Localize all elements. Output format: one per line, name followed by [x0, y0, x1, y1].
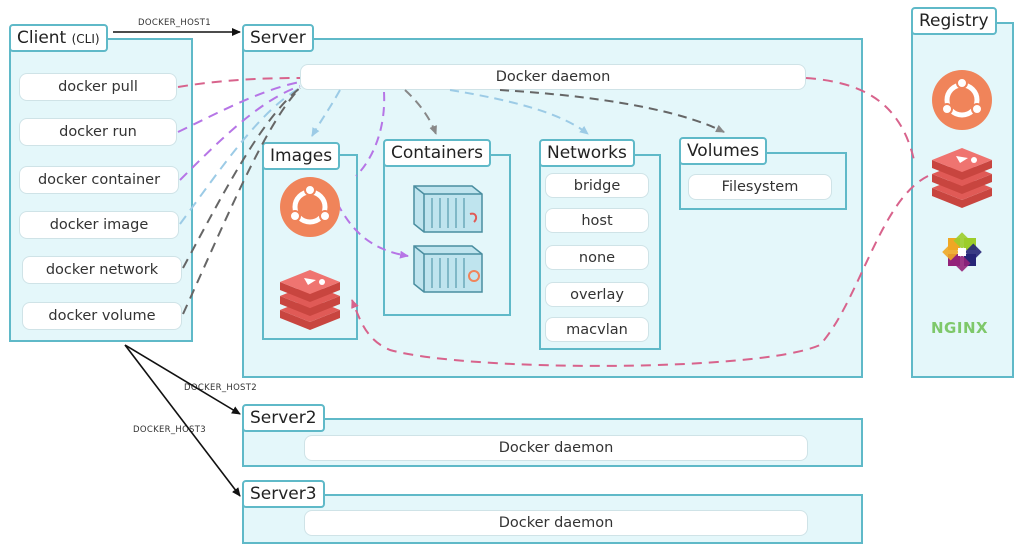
nginx-icon: NGINX [931, 319, 989, 337]
volumes-title: Volumes [679, 137, 768, 165]
containers-box [383, 154, 511, 316]
networks-title: Networks [539, 139, 635, 167]
server-title: Server [242, 24, 314, 52]
command-docker-network[interactable]: docker network [22, 256, 182, 284]
containers-title: Containers [383, 139, 491, 167]
client-title-text: Client [17, 28, 67, 48]
server-docker-daemon: Docker daemon [300, 64, 806, 90]
network-bridge: bridge [545, 173, 649, 198]
volume-filesystem: Filesystem [688, 174, 832, 200]
images-box [262, 154, 358, 340]
network-host: host [545, 208, 649, 233]
network-macvlan: macvlan [545, 317, 649, 342]
images-title: Images [262, 142, 341, 170]
network-none: none [545, 245, 649, 270]
command-docker-container[interactable]: docker container [19, 166, 179, 194]
server2-title: Server2 [242, 404, 325, 432]
docker-host3-label: DOCKER_HOST3 [133, 425, 206, 435]
arrow-to-server2 [124, 344, 241, 415]
server2-docker-daemon: Docker daemon [304, 435, 808, 461]
network-overlay: overlay [545, 282, 649, 307]
command-docker-pull[interactable]: docker pull [19, 73, 177, 101]
server3-docker-daemon: Docker daemon [304, 510, 808, 536]
server3-title: Server3 [242, 480, 325, 508]
client-title-suffix: (CLI) [71, 32, 100, 46]
command-docker-image[interactable]: docker image [19, 211, 179, 239]
docker-host2-label: DOCKER_HOST2 [184, 383, 257, 393]
command-docker-run[interactable]: docker run [19, 118, 177, 146]
command-docker-volume[interactable]: docker volume [22, 302, 182, 330]
registry-title: Registry [911, 7, 997, 35]
docker-host1-label: DOCKER_HOST1 [138, 18, 211, 28]
arrow-to-server3 [124, 344, 241, 497]
client-title: Client (CLI) [9, 24, 108, 52]
